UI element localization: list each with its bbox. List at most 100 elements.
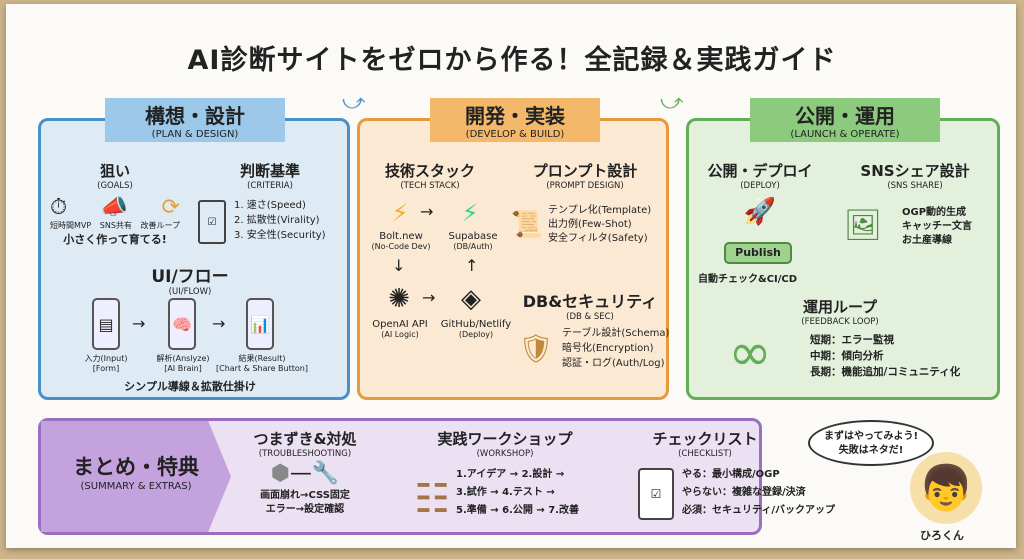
checklist-item: やる：最小構成/OGP	[682, 469, 780, 480]
workshop-subtitle: (WORKSHOP)	[476, 449, 534, 459]
criteria-section: 判断基準 (CRITERIA)	[200, 160, 340, 191]
stack-item-name: Supabase	[448, 231, 498, 242]
db-subtitle: (DB & SEC)	[566, 312, 614, 322]
phone-chart-icon: 📊	[246, 298, 274, 350]
db-title: DB&セキュリティ	[522, 292, 658, 311]
loop-list: 短期：エラー監視 中期：傾向分析 長期：機能追加/コミュニティ化	[810, 332, 960, 380]
stack-item: Supabase(DB/Auth)	[440, 232, 506, 252]
plan-title: 構想・設計	[145, 104, 245, 128]
build-panel	[357, 118, 669, 400]
trouble-section: つまずき&対処 (TROUBLESHOOTING) ⬢—🔧 画面崩れ→CSS固定…	[240, 428, 370, 517]
goal-item: 改善ループ	[140, 221, 180, 230]
criteria-item: 1. 速さ(Speed)	[234, 200, 306, 211]
prompt-title: プロンプト設計	[532, 162, 638, 180]
rock-icon: ⬢	[270, 461, 290, 486]
arrow-icon: ↓	[392, 256, 406, 275]
flow-step-label: 結果(Result)	[238, 354, 286, 363]
flow-step-sub: [AI Brain]	[164, 364, 202, 373]
goals-note: 小さく作って育てる!	[63, 233, 167, 246]
refresh-loop-icon: ⟳	[161, 195, 180, 220]
flow-note: シンプル導線＆拡散仕掛け	[124, 380, 256, 393]
speech-bubble: まずはやってみよう! 失敗はネタだ!	[808, 420, 934, 466]
stack-section: 技術スタック (TECH STACK)	[365, 160, 495, 191]
db-list: テーブル設計(Schema) 暗号化(Encryption) 認証・ログ(Aut…	[562, 326, 669, 371]
summary-title: まとめ・特典	[73, 455, 199, 479]
flow-step-sub: [Chart & Share Button]	[216, 364, 308, 373]
build-subtitle: (DEVELOP & BUILD)	[465, 129, 565, 140]
plan-panel	[38, 118, 350, 400]
launch-title: 公開・運用	[795, 104, 895, 128]
ladder-icon: ☷	[414, 476, 450, 522]
rocket-icon: 🚀	[743, 197, 777, 227]
stack-item: GitHub/Netlify(Deploy)	[432, 320, 520, 340]
trouble-item: 画面崩れ→CSS固定	[260, 490, 350, 501]
summary-subtitle: (SUMMARY & EXTRAS)	[80, 481, 192, 492]
deploy-subtitle: (DEPLOY)	[740, 181, 780, 191]
loop-item: 長期：機能追加/コミュニティ化	[810, 366, 961, 378]
flow-step-label: 解析(Anslyze)	[156, 354, 210, 363]
share-list: OGP動的生成 キャッチー文言 お土産導線	[902, 206, 972, 248]
supabase-icon: ⚡	[461, 199, 479, 227]
prompt-list: テンプレ化(Template) 出力例(Few-Shot) 安全フィルタ(Saf…	[548, 204, 651, 246]
plan-subtitle: (PLAN & DESIGN)	[151, 129, 239, 140]
db-item: テーブル設計(Schema)	[562, 328, 670, 339]
flow-step: 結果(Result)[Chart & Share Button]	[214, 354, 310, 374]
db-section: DB&セキュリティ (DB & SEC)	[515, 288, 665, 322]
phone-input-icon: ▤	[92, 298, 120, 350]
goals-subtitle: (GOALS)	[97, 181, 133, 191]
arrow-icon: ↑	[465, 256, 479, 275]
launch-header: 公開・運用 (LAUNCH & OPERATE)	[750, 98, 940, 142]
workshop-title: 実践ワークショップ	[437, 430, 573, 448]
loop-title: 運用ループ	[802, 298, 878, 316]
scroll-wand-icon: 📜	[510, 210, 544, 240]
flow-step: 入力(Input)[Form]	[76, 354, 136, 374]
prompt-item: 出力例(Few-Shot)	[548, 219, 632, 230]
mascot-name: ひろくん	[920, 529, 964, 542]
prompt-item: 安全フィルタ(Safety)	[548, 233, 648, 244]
mascot-avatar: 👦	[910, 452, 982, 524]
db-item: 認証・ログ(Auth/Log)	[562, 358, 665, 369]
curved-arrow-icon: ⤻	[342, 90, 366, 115]
megaphone-icon: 📣	[100, 195, 129, 220]
stack-item-name: OpenAI API	[372, 319, 428, 330]
share-image-icon: 🖼	[843, 207, 883, 243]
criteria-item: 3. 安全性(Security)	[234, 230, 326, 241]
arrow-icon: →	[420, 202, 434, 221]
stack-item-name: GitHub/Netlify	[440, 319, 512, 330]
flow-step: 解析(Anslyze)[AI Brain]	[148, 354, 218, 374]
speech-line: 失敗はネタだ!	[838, 445, 904, 456]
stack-item-sub: (AI Logic)	[381, 330, 419, 339]
prompt-subtitle: (PROMPT DESIGN)	[546, 181, 624, 191]
criteria-title: 判断基準	[239, 162, 300, 180]
workshop-list: 1.アイデア → 2.設計 → 3.試作 → 4.テスト → 5.準備 → 6.…	[456, 466, 579, 520]
share-item: キャッチー文言	[902, 221, 972, 232]
deploy-title: 公開・デプロイ	[707, 162, 813, 180]
curved-arrow-icon: ⤻	[660, 90, 684, 115]
clipboard-icon: ☑	[198, 200, 226, 244]
share-subtitle: (SNS SHARE)	[887, 181, 943, 191]
arrow-icon: →	[132, 314, 146, 333]
arrow-icon: →	[212, 314, 226, 333]
speech-line: まずはやってみよう!	[823, 431, 919, 442]
launch-subtitle: (LAUNCH & OPERATE)	[790, 129, 900, 140]
prompt-item: テンプレ化(Template)	[548, 205, 652, 216]
stack-title: 技術スタック	[384, 162, 475, 180]
stopwatch-icon: ⏱	[50, 195, 68, 220]
flow-step-sub: [Form]	[92, 364, 120, 373]
checklist-section: チェックリスト (CHECKLIST)	[650, 428, 760, 459]
prompt-section: プロンプト設計 (PROMPT DESIGN)	[510, 160, 660, 191]
workshop-step: 3.試作 → 4.テスト →	[456, 487, 555, 498]
share-section: SNSシェア設計 (SNS SHARE)	[840, 160, 990, 191]
goal-item: SNS共有	[99, 221, 132, 230]
stack-item-sub: (No-Code Dev)	[371, 242, 431, 251]
goals-title: 狙い	[99, 162, 130, 180]
shield-lock-icon: 🛡	[518, 331, 554, 365]
stack-item-sub: (DB/Auth)	[453, 242, 493, 251]
bolt-icon: ⚡	[391, 199, 409, 227]
plan-header: 構想・設計 (PLAN & DESIGN)	[105, 98, 285, 142]
share-item: お土産導線	[902, 235, 952, 246]
loop-item: 短期：エラー監視	[810, 334, 894, 346]
publish-button[interactable]: Publish	[724, 242, 792, 264]
stack-item-name: Bolt.new	[379, 231, 423, 242]
